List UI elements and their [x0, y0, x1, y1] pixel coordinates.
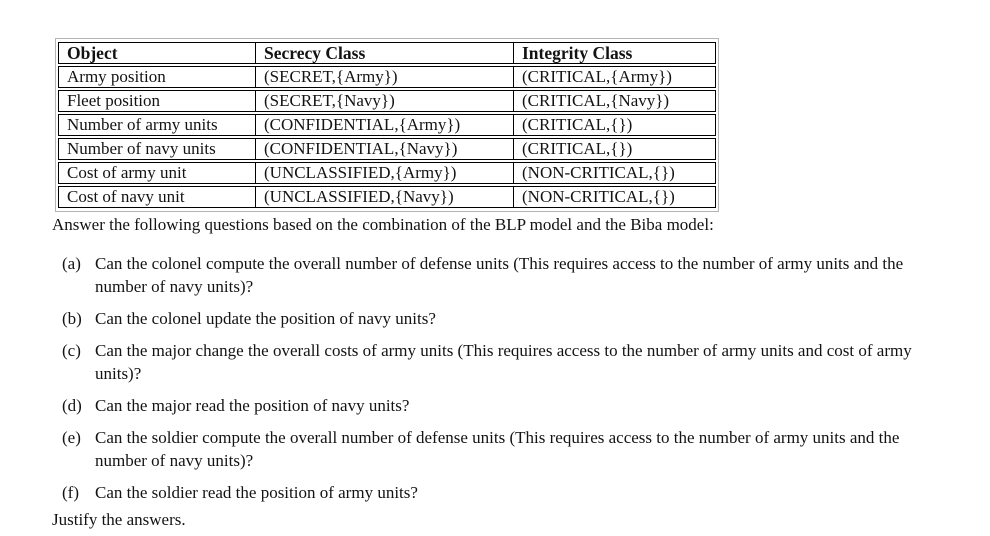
- table-cell-object: Cost of army unit: [58, 162, 256, 184]
- table-header-integrity: Integrity Class: [514, 42, 716, 64]
- question-label: (b): [62, 309, 82, 328]
- table-cell-secrecy: (SECRET,{Army}): [256, 66, 514, 88]
- table-row: Cost of navy unit (UNCLASSIFIED,{Navy}) …: [58, 186, 716, 208]
- question-text: Can the colonel update the position of n…: [95, 309, 436, 328]
- security-classes-table: Object Secrecy Class Integrity Class Arm…: [55, 38, 719, 212]
- table-cell-object: Fleet position: [58, 90, 256, 112]
- table-cell-object: Cost of navy unit: [58, 186, 256, 208]
- table-header-object: Object: [58, 42, 256, 64]
- table-cell-integrity: (CRITICAL,{}): [514, 138, 716, 160]
- table-row: Army position (SECRET,{Army}) (CRITICAL,…: [58, 66, 716, 88]
- question-text: Can the soldier read the position of arm…: [95, 483, 418, 502]
- table-row: Cost of army unit (UNCLASSIFIED,{Army}) …: [58, 162, 716, 184]
- intro-paragraph: Answer the following questions based on …: [52, 215, 714, 234]
- table-header-row: Object Secrecy Class Integrity Class: [58, 42, 716, 64]
- question-text: Can the soldier compute the overall numb…: [95, 428, 900, 470]
- table-row: Number of army units (CONFIDENTIAL,{Army…: [58, 114, 716, 136]
- table-cell-secrecy: (UNCLASSIFIED,{Navy}): [256, 186, 514, 208]
- table-cell-integrity: (CRITICAL,{Navy}): [514, 90, 716, 112]
- question-list: (a) Can the colonel compute the overall …: [62, 252, 924, 513]
- question-c: (c) Can the major change the overall cos…: [62, 339, 924, 385]
- table-cell-integrity: (NON-CRITICAL,{}): [514, 162, 716, 184]
- table-row: Number of navy units (CONFIDENTIAL,{Navy…: [58, 138, 716, 160]
- question-b: (b) Can the colonel update the position …: [62, 307, 924, 330]
- question-a: (a) Can the colonel compute the overall …: [62, 252, 924, 298]
- question-d: (d) Can the major read the position of n…: [62, 394, 924, 417]
- table-cell-object: Army position: [58, 66, 256, 88]
- question-label: (e): [62, 428, 81, 447]
- question-label: (a): [62, 254, 81, 273]
- question-text: Can the major change the overall costs o…: [95, 341, 912, 383]
- question-f: (f) Can the soldier read the position of…: [62, 481, 924, 504]
- table-cell-secrecy: (CONFIDENTIAL,{Navy}): [256, 138, 514, 160]
- table-row: Fleet position (SECRET,{Navy}) (CRITICAL…: [58, 90, 716, 112]
- table-cell-secrecy: (UNCLASSIFIED,{Army}): [256, 162, 514, 184]
- table-header-secrecy: Secrecy Class: [256, 42, 514, 64]
- table-cell-integrity: (NON-CRITICAL,{}): [514, 186, 716, 208]
- table-cell-secrecy: (SECRET,{Navy}): [256, 90, 514, 112]
- table-cell-integrity: (CRITICAL,{Army}): [514, 66, 716, 88]
- table-cell-integrity: (CRITICAL,{}): [514, 114, 716, 136]
- question-text: Can the colonel compute the overall numb…: [95, 254, 904, 296]
- question-e: (e) Can the soldier compute the overall …: [62, 426, 924, 472]
- question-text: Can the major read the position of navy …: [95, 396, 410, 415]
- question-label: (f): [62, 483, 79, 502]
- question-label: (c): [62, 341, 81, 360]
- question-label: (d): [62, 396, 82, 415]
- justify-note: Justify the answers.: [52, 510, 186, 529]
- table-cell-object: Number of army units: [58, 114, 256, 136]
- table-cell-object: Number of navy units: [58, 138, 256, 160]
- table-cell-secrecy: (CONFIDENTIAL,{Army}): [256, 114, 514, 136]
